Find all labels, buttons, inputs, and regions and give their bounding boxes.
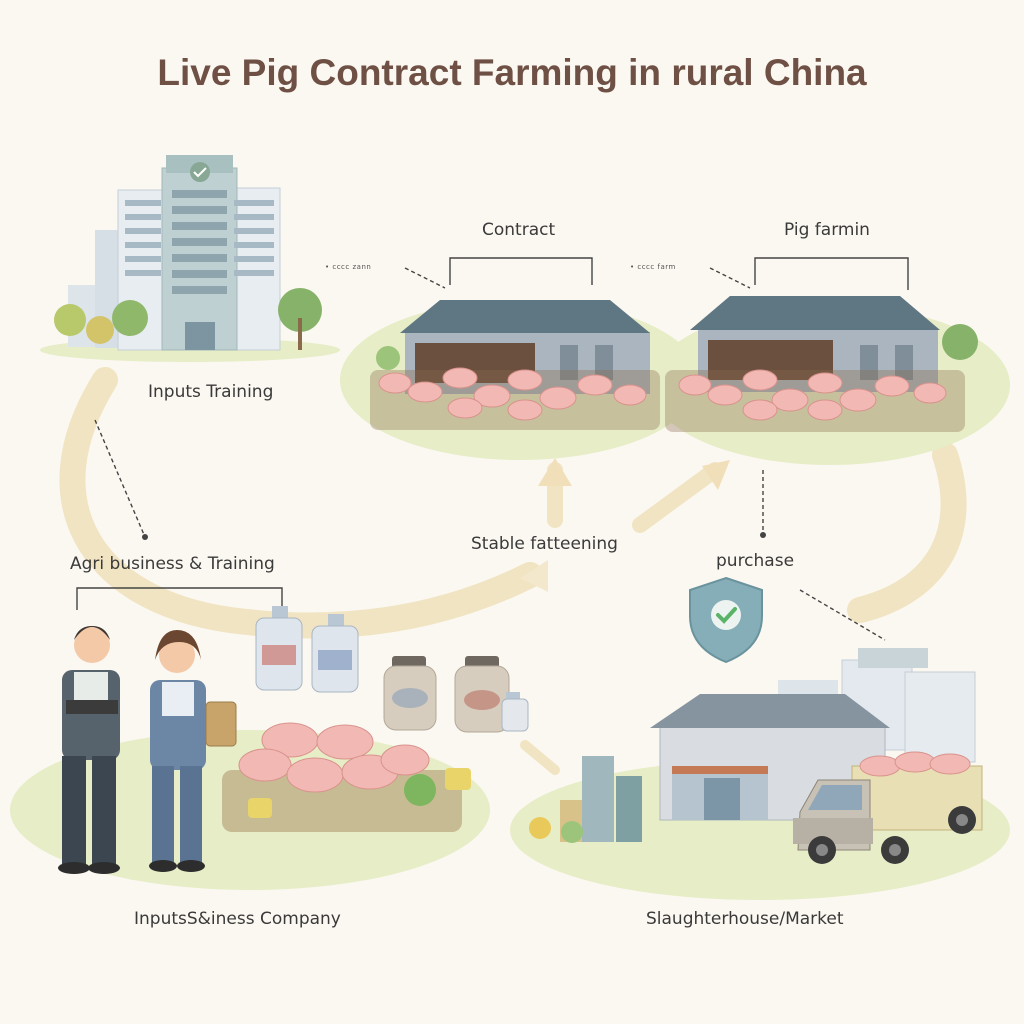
pig-icon: [286, 757, 344, 793]
arrowhead-loop: [520, 560, 548, 592]
pig-icon: [707, 384, 743, 406]
arrow-diagonal: [632, 462, 723, 533]
pig-pen-company: [222, 722, 471, 832]
farmer-icon: [58, 626, 120, 874]
label-stable-fattening: Stable fatteening: [471, 534, 618, 554]
truck-icon: [793, 751, 983, 864]
pig-icon: [407, 381, 443, 403]
farmer-icon: [149, 630, 237, 872]
arrowhead-diagonal: [702, 460, 730, 490]
diagram-title: Live Pig Contract Farming in rural China: [157, 52, 867, 93]
pig-icon: [380, 744, 430, 776]
arrowhead-up: [538, 458, 572, 486]
label-small-contract: • cccc zann: [325, 263, 372, 271]
pig-icon: [378, 372, 412, 394]
pig-icon: [807, 399, 843, 421]
feed-jar-icon: [383, 656, 437, 731]
connector-small-right: [709, 267, 751, 289]
feed-jar-icon: [454, 656, 510, 733]
pig-group-left: [378, 367, 647, 421]
pig-icon: [447, 397, 483, 419]
pig-icon: [238, 748, 292, 782]
connector-dot: [760, 532, 766, 538]
pig-icon: [442, 367, 478, 389]
medicine-bottle-icon: [501, 692, 529, 732]
pig-group-right: [678, 369, 947, 421]
pig-icon: [913, 382, 947, 404]
pig-icon: [507, 369, 543, 391]
pig-icon: [807, 372, 843, 394]
medicine-bottle-icon: [255, 606, 303, 691]
label-contract: Contract: [482, 220, 556, 240]
pig-icon: [839, 388, 877, 412]
pig-icon: [742, 369, 778, 391]
label-agri-business: Agri business & Training: [70, 554, 275, 574]
pig-icon: [507, 399, 543, 421]
bush: [376, 346, 400, 370]
medicine-bottle-icon: [311, 614, 359, 693]
pig-icon: [473, 384, 511, 408]
connector-inputs: [94, 419, 146, 538]
label-pig-farming: Pig farmin: [784, 220, 870, 240]
pig-icon: [577, 374, 613, 396]
flow-arrows: [59, 367, 967, 775]
arrow-loop-left: [59, 367, 543, 639]
label-small-pig-farming: • cccc farm: [630, 263, 676, 271]
shield-check-icon: [689, 576, 763, 664]
pig-icon: [678, 374, 712, 396]
pig-icon: [742, 399, 778, 421]
pig-icon: [771, 388, 809, 412]
pig-icon: [316, 724, 374, 760]
office-building-icon: [54, 155, 322, 351]
arrow-loop-right: [847, 442, 967, 623]
connector-dot: [142, 534, 148, 540]
label-inputs-training: Inputs Training: [148, 382, 274, 402]
pig-icon: [539, 386, 577, 410]
connector-market: [799, 589, 886, 641]
arrow-to-market: [520, 740, 560, 775]
connector-small-left: [404, 267, 446, 289]
connector-agri: [76, 587, 283, 610]
pig-icon: [613, 384, 647, 406]
tree: [942, 324, 978, 360]
label-purchase: purchase: [716, 551, 795, 571]
label-slaughterhouse: Slaughterhouse/Market: [646, 909, 844, 929]
connector-lines: [76, 257, 909, 661]
connector-pig-farming: [754, 257, 909, 290]
label-inputs-business: InputsS&iness Company: [134, 909, 341, 929]
factory-icon: [529, 756, 642, 843]
connector-contract: [449, 257, 593, 285]
pig-icon: [874, 375, 910, 397]
